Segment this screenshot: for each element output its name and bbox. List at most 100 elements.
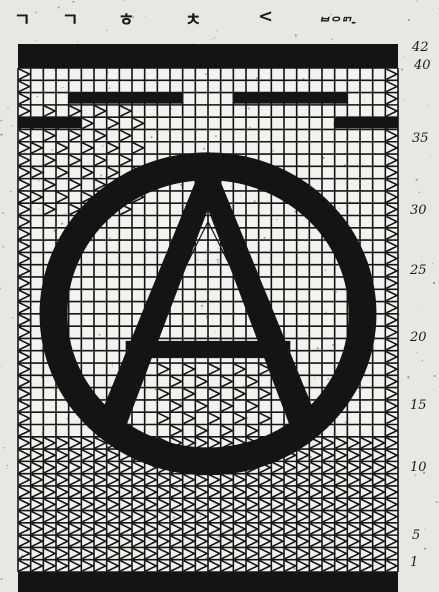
speckle-dot <box>399 314 400 315</box>
speckle-dot <box>151 578 153 580</box>
speckle-dot <box>136 364 137 365</box>
speckle-dot <box>397 312 398 313</box>
speckle-dot <box>76 398 77 399</box>
speckle-dot <box>126 366 128 368</box>
speckle-dot <box>6 468 7 469</box>
speckle-dot <box>37 124 38 125</box>
speckle-dot <box>135 143 137 145</box>
speckle-dot <box>41 433 42 434</box>
row-label-15: 15 <box>410 398 427 413</box>
speckle-dot <box>121 208 122 209</box>
speckle-dot <box>436 501 438 503</box>
speckle-dot <box>24 151 26 153</box>
speckle-dot <box>36 40 37 41</box>
row-label-20: 20 <box>410 330 427 345</box>
speckle-dot <box>216 30 217 31</box>
speckle-dot <box>393 156 394 157</box>
speckle-dot <box>100 174 102 176</box>
speckle-dot <box>349 201 350 202</box>
speckle-dot <box>325 311 327 313</box>
speckle-dot <box>421 304 422 305</box>
speckle-dot <box>49 194 50 195</box>
speckle-dot <box>179 167 181 169</box>
speckle-dot <box>379 261 380 262</box>
speckle-dot <box>217 261 219 263</box>
speckle-dot <box>398 354 399 355</box>
column-mark-1: ㄱ <box>14 6 31 32</box>
row-label-25: 25 <box>410 263 427 278</box>
speckle-dot <box>180 184 182 186</box>
speckle-dot <box>248 107 250 109</box>
speckle-dot <box>256 77 258 79</box>
speckle-dot <box>328 494 330 496</box>
speckle-dot <box>111 363 113 365</box>
speckle-dot <box>11 125 12 126</box>
speckle-dot <box>318 189 319 190</box>
speckle-dot <box>351 79 352 80</box>
speckle-dot <box>0 288 1 290</box>
speckle-dot <box>1 366 2 367</box>
speckle-dot <box>181 226 183 228</box>
speckle-dot <box>56 192 58 194</box>
speckle-dot <box>322 157 324 159</box>
speckle-dot <box>74 470 76 472</box>
speckle-dot <box>342 410 343 411</box>
speckle-dot <box>302 78 304 80</box>
speckle-dot <box>217 259 219 261</box>
speckle-dot <box>416 352 417 353</box>
speckle-dot <box>212 39 213 40</box>
speckle-dot <box>217 248 218 249</box>
speckle-dot <box>332 344 334 346</box>
speckle-dot <box>286 80 287 81</box>
speckle-dot <box>388 278 389 279</box>
speckle-dot <box>60 97 61 98</box>
speckle-dot <box>157 45 159 47</box>
handwritten-note: ᄇᄋᄆᄀ- <box>318 13 356 30</box>
speckle-dot <box>433 282 435 284</box>
speckle-dot <box>319 60 321 62</box>
speckle-dot <box>206 316 208 318</box>
speckle-dot <box>0 133 2 135</box>
speckle-dot <box>344 164 346 166</box>
speckle-dot <box>201 305 203 307</box>
speckle-dot <box>22 218 24 220</box>
speckle-dot <box>108 183 110 185</box>
speckle-dot <box>330 547 332 549</box>
speckle-dot <box>108 141 110 143</box>
speckle-dot <box>308 330 310 332</box>
speckle-dot <box>156 238 158 240</box>
speckle-dot <box>215 135 217 137</box>
speckle-dot <box>370 477 372 479</box>
speckle-dot <box>98 230 99 231</box>
speckle-dot <box>250 540 251 541</box>
speckle-dot <box>12 317 13 318</box>
speckle-dot <box>233 311 235 313</box>
speckle-dot <box>273 50 274 51</box>
speckle-dot <box>173 517 175 519</box>
upper-bar-left <box>69 93 183 104</box>
speckle-dot <box>329 462 331 464</box>
speckle-dot <box>73 162 75 164</box>
speckle-dot <box>408 19 410 21</box>
speckle-dot <box>106 30 107 31</box>
speckle-dot <box>276 219 277 220</box>
speckle-dot <box>202 92 204 94</box>
speckle-dot <box>205 172 207 174</box>
edge-bar-right <box>335 117 398 128</box>
speckle-dot <box>99 334 101 336</box>
speckle-dot <box>21 555 23 557</box>
speckle-dot <box>153 308 154 309</box>
speckle-dot <box>41 376 43 378</box>
speckle-dot <box>37 96 39 98</box>
speckle-dot <box>432 263 433 264</box>
speckle-dot <box>127 416 129 418</box>
speckle-dot <box>203 148 205 150</box>
speckle-dot <box>294 211 296 213</box>
upper-bar-right <box>233 93 347 104</box>
speckle-dot <box>52 183 53 184</box>
speckle-dot <box>317 347 319 349</box>
row-label-35: 35 <box>412 131 429 146</box>
speckle-dot <box>403 57 404 58</box>
row-label-42: 42 <box>412 40 429 55</box>
